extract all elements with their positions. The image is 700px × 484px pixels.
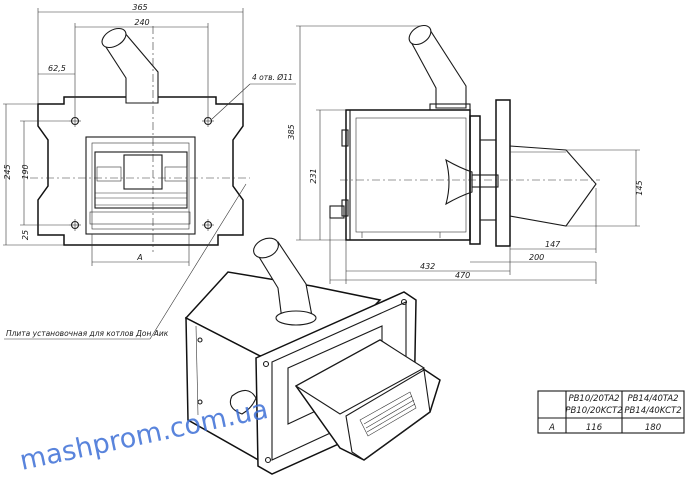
table-value-1: 116 bbox=[586, 423, 603, 433]
front-dimensions: 365 240 62,5 245 190 25 A 4 отв. Ø11 bbox=[3, 3, 296, 266]
dim-432: 432 bbox=[420, 262, 435, 271]
dim-62-5: 62,5 bbox=[48, 64, 66, 73]
dim-a: A bbox=[136, 253, 142, 262]
front-flange bbox=[85, 136, 196, 235]
table-value-2: 180 bbox=[645, 423, 661, 433]
dim-240: 240 bbox=[134, 18, 149, 27]
plate-note: Плита установочная для котлов Дон Аик bbox=[6, 329, 169, 338]
table-col1-line2: PB10/20KCT2 bbox=[565, 406, 622, 416]
table-col1-line1: PB10/20TA2 bbox=[568, 394, 619, 404]
dim-145: 145 bbox=[635, 180, 644, 195]
table-row-label: A bbox=[548, 423, 555, 433]
dim-147: 147 bbox=[545, 240, 561, 249]
table-col2-line1: PB14/40TA2 bbox=[627, 394, 678, 404]
side-plate bbox=[495, 99, 511, 247]
dim-190: 190 bbox=[21, 164, 30, 179]
holes-note: 4 отв. Ø11 bbox=[252, 73, 293, 82]
dim-200: 200 bbox=[529, 253, 544, 262]
front-plate-outline bbox=[37, 96, 244, 246]
front-view bbox=[30, 26, 250, 252]
spec-table: PB10/20TA2 PB10/20KCT2 PB14/40TA2 PB14/4… bbox=[537, 390, 685, 434]
side-dimensions: 385 231 145 147 200 432 470 bbox=[287, 25, 644, 284]
front-window bbox=[94, 151, 188, 209]
dim-231: 231 bbox=[309, 168, 318, 183]
plate-callout: Плита установочная для котлов Дон Аик bbox=[4, 183, 247, 340]
dim-470: 470 bbox=[455, 271, 470, 280]
isometric-view bbox=[184, 237, 441, 475]
side-view bbox=[329, 24, 600, 247]
dim-385: 385 bbox=[287, 124, 296, 139]
dim-365: 365 bbox=[132, 3, 147, 12]
dim-245: 245 bbox=[3, 164, 12, 179]
dim-25: 25 bbox=[21, 230, 30, 240]
side-body bbox=[345, 109, 471, 241]
table-col2-line2: PB14/40KCT2 bbox=[624, 406, 681, 416]
side-hopper bbox=[509, 145, 597, 227]
